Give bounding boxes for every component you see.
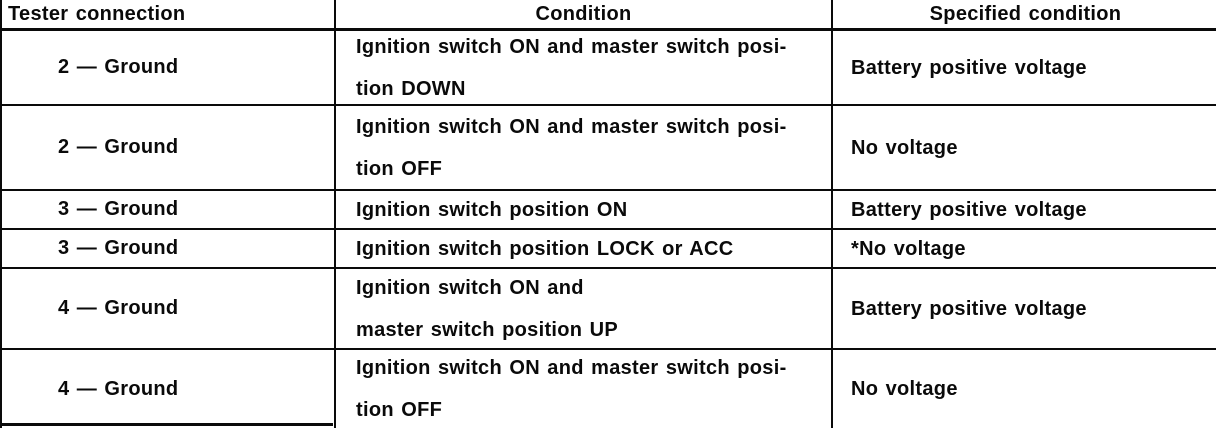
specified-condition-value: No voltage [851,378,958,400]
condition-line: Ignition switch ON and master switch pos… [356,35,787,58]
condition-cell: Ignition switch ON and master switch pos… [334,348,831,428]
specified-condition-cell: No voltage [831,348,1216,428]
tester-connection-cell: 3 — Ground [2,228,334,267]
condition-cell: Ignition switch ON and master switch posi… [334,267,831,348]
tester-connection-cell: 3 — Ground [2,189,334,228]
tester-connection-value: 2 — Ground [58,136,179,158]
header-condition: Condition [334,0,831,28]
table-bottom-border-segment [0,423,333,426]
condition-line: Ignition switch ON and master switch pos… [356,357,787,379]
specified-condition-cell: Battery positive voltage [831,267,1216,348]
specified-condition-value: *No voltage [851,237,966,260]
specified-condition-cell: Battery positive voltage [831,189,1216,228]
header-tester-connection: Tester connection [8,2,186,25]
condition-line: Ignition switch position LOCK or ACC [356,237,734,260]
condition-cell: Ignition switch position LOCK or ACC [334,228,831,267]
tester-connection-cell: 2 — Ground [2,104,334,189]
tester-connection-value: 4 — Ground [58,377,179,400]
tester-connection-value: 3 — Ground [58,237,179,259]
condition-line: Ignition switch ON and [356,276,584,299]
condition-line: Ignition switch position ON [356,198,628,221]
condition-line: tion DOWN [356,77,466,100]
condition-line: master switch position UP [356,318,619,341]
condition-line: tion OFF [356,399,443,421]
condition-line: Ignition switch ON and master switch pos… [356,115,787,138]
tester-connection-value: 2 — Ground [58,56,179,78]
condition-cell: Ignition switch position ON [334,189,831,228]
specified-condition-value: Battery positive voltage [851,198,1087,221]
tester-connection-cell: 4 — Ground [2,348,334,428]
specified-condition-cell: No voltage [831,104,1216,189]
tester-connection-value: 3 — Ground [58,198,179,220]
specified-condition-value: Battery positive voltage [851,297,1087,320]
tester-connection-cell: 4 — Ground [2,267,334,348]
specified-condition-value: Battery positive voltage [851,56,1087,79]
condition-cell: Ignition switch ON and master switch pos… [334,104,831,189]
tester-connection-cell: 2 — Ground [2,28,334,104]
condition-cell: Ignition switch ON and master switch pos… [334,28,831,104]
specified-condition-cell: Battery positive voltage [831,28,1216,104]
tester-connection-value: 4 — Ground [58,297,179,319]
header-specified-condition: Specified condition [831,0,1216,28]
specified-condition-value: No voltage [851,136,958,159]
condition-line: tion OFF [356,157,443,180]
specified-condition-cell: *No voltage [831,228,1216,267]
